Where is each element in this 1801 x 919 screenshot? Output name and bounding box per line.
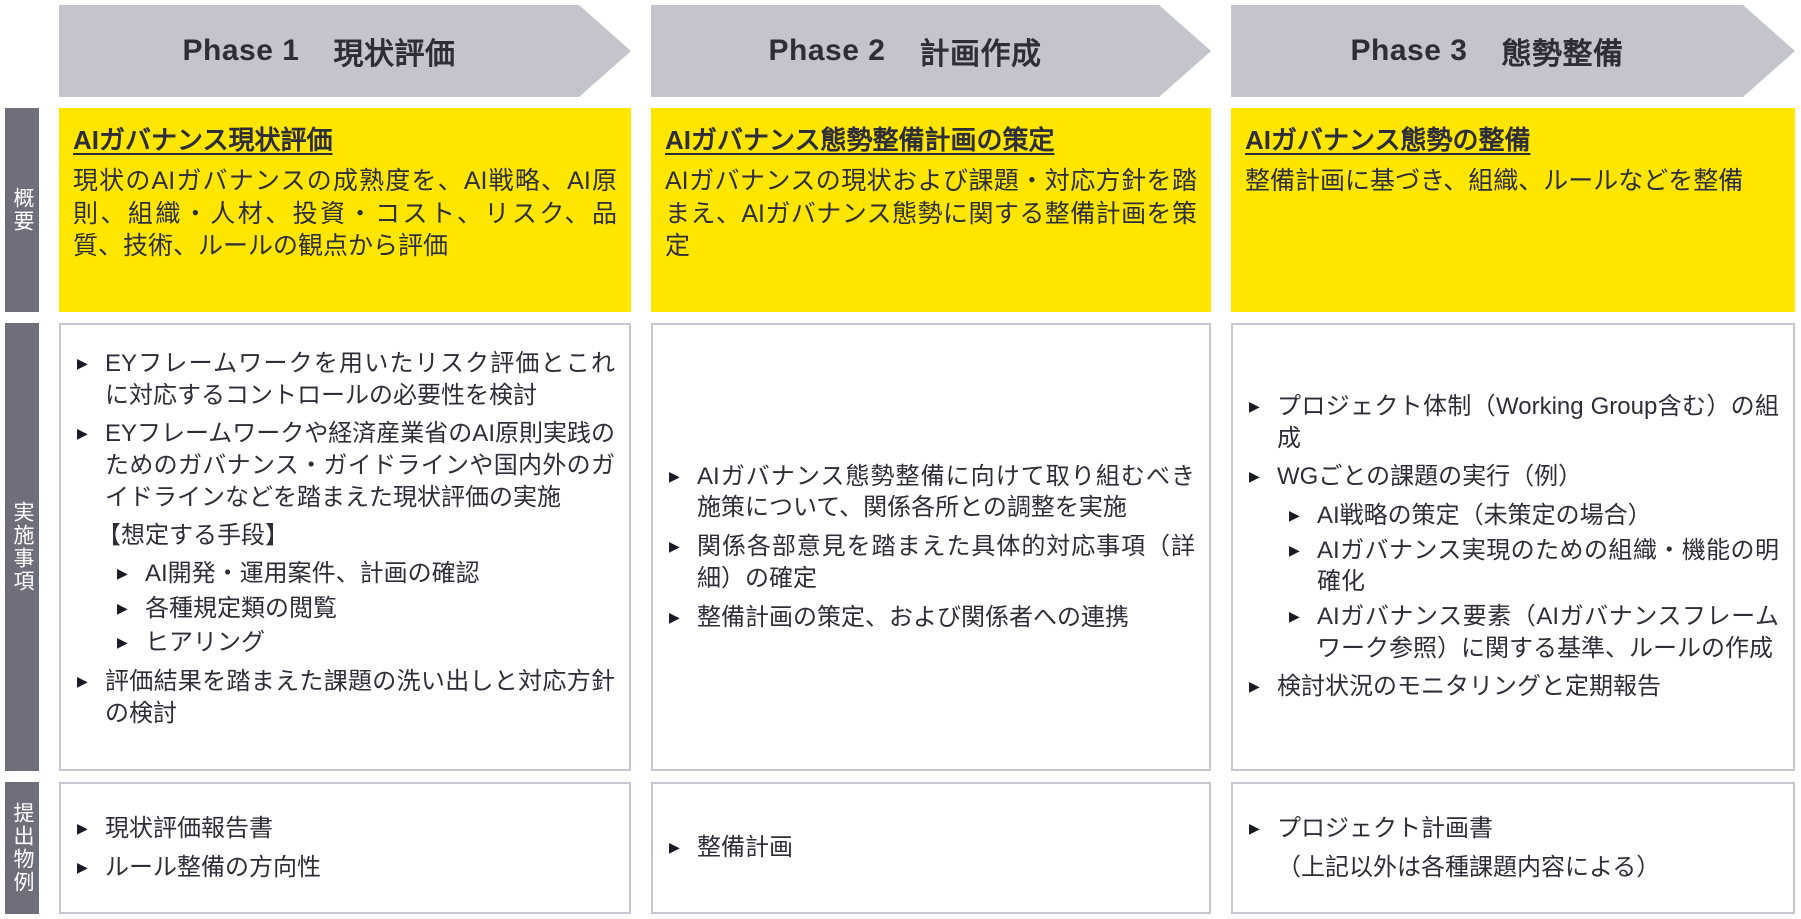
list-item-text: 関係各部意見を踏まえた具体的対応事項（詳細）の確定: [697, 533, 1195, 592]
phase1-arrow: Phase 1 現状評価: [59, 5, 631, 97]
bullet-triangle-icon: ▶: [77, 673, 88, 690]
phase1-deliverables-list: ▶ 現状評価報告書 ▶ ルール整備の方向性: [75, 806, 615, 890]
list-item-text: AIガバナンス実現のための組織・機能の明確化: [1317, 536, 1779, 596]
phase3-arrow: Phase 3 態勢整備: [1231, 5, 1795, 97]
sidebar-label-tasks: 実施事項: [5, 323, 39, 771]
list-item-text: 【想定する手段】: [97, 522, 289, 550]
phase3-tasks-list: ▶ プロジェクト体制（Working Group含む）の組成 ▶ WGごとの課題の実行…: [1247, 384, 1779, 710]
phase3-deliverables-box: ▶ プロジェクト計画書 （上記以外は各種課題内容による）: [1231, 782, 1795, 914]
bullet-triangle-icon: ▶: [77, 819, 88, 836]
list-item: ▶ プロジェクト体制（Working Group含む）の組成: [1247, 391, 1779, 454]
list-item-text: WGごとの課題の実行（例）: [1277, 463, 1583, 491]
phase1-tasks-box: ▶ EYフレームワークを用いたリスク評価とこれに対応するコントロールの必要性を検討…: [59, 323, 631, 771]
bullet-triangle-icon: ▶: [1249, 397, 1260, 414]
bullet-triangle-icon: ▶: [117, 634, 128, 651]
bullet-triangle-icon: ▶: [1289, 506, 1300, 523]
list-item-text: EYフレームワークや経済産業省のAI原則実践のためのガバナンス・ガイドラインや国…: [105, 420, 615, 511]
list-item: ▶ 整備計画の策定、および関係者への連携: [667, 602, 1195, 634]
phase3-overview-body: 整備計画に基づき、組織、ルールなどを整備: [1245, 167, 1744, 195]
phase3-overview-title: AIガバナンス態勢の整備: [1245, 125, 1531, 155]
list-item-text: AIガバナンス態勢整備に向けて取り組むべき施策について、関係各所との調整を実施: [697, 462, 1195, 522]
bullet-triangle-icon: ▶: [1249, 468, 1260, 485]
sidebar-label-overview: 概要: [5, 108, 39, 312]
phase1-arrow-number: Phase 1: [182, 34, 300, 67]
phase1-deliverables-box: ▶ 現状評価報告書 ▶ ルール整備の方向性: [59, 782, 631, 914]
bullet-triangle-icon: ▶: [669, 538, 680, 555]
bullet-triangle-icon: ▶: [669, 608, 680, 625]
phase2-deliverables-box: ▶ 整備計画: [651, 782, 1211, 914]
phase2-overview-body: AIガバナンスの現状および課題・対応方針を踏まえ、AIガバナンス態勢に関する整備…: [665, 167, 1197, 260]
phase2-arrow-number: Phase 2: [768, 34, 886, 67]
phase3-overview-box: AIガバナンス態勢の整備 整備計画に基づき、組織、ルールなどを整備: [1231, 108, 1795, 312]
list-item: ▶ AIガバナンス態勢整備に向けて取り組むべき施策について、関係各所との調整を実施: [667, 461, 1195, 524]
list-item: ▶ 関係各部意見を踏まえた具体的対応事項（詳細）の確定: [667, 531, 1195, 594]
list-item-text: （上記以外は各種課題内容による）: [1277, 854, 1661, 881]
phase1-overview-title: AIガバナンス現状評価: [73, 125, 333, 155]
phase2-tasks-box: ▶ AIガバナンス態勢整備に向けて取り組むべき施策について、関係各所との調整を実施…: [651, 323, 1211, 771]
phase2-tasks-list: ▶ AIガバナンス態勢整備に向けて取り組むべき施策について、関係各所との調整を実施…: [667, 454, 1195, 640]
phase2-deliverables-list: ▶ 整備計画: [667, 825, 1195, 871]
list-item: ▶ WGごとの課題の実行（例）: [1247, 461, 1779, 493]
list-item: （上記以外は各種課題内容による）: [1247, 852, 1779, 884]
bullet-triangle-icon: ▶: [1289, 541, 1300, 558]
phase2-arrow-title: 計画作成: [919, 38, 1042, 71]
list-item: ▶ 各種規定類の閲覧: [115, 593, 615, 625]
list-item: ▶ 現状評価報告書: [75, 813, 615, 845]
phase3-arrow-title: 態勢整備: [1501, 38, 1624, 71]
list-item-text: プロジェクト体制（Working Group含む）の組成: [1277, 392, 1779, 452]
list-item-text: ルール整備の方向性: [105, 853, 321, 881]
phase2-arrow: Phase 2 計画作成: [651, 5, 1211, 97]
list-item-text: プロジェクト計画書: [1277, 815, 1493, 843]
list-item-text: 整備計画の策定、および関係者への連携: [697, 603, 1129, 631]
list-item-text: 各種規定類の閲覧: [145, 594, 337, 622]
arrow-row-spacer: [5, 5, 39, 97]
list-item: ▶ AI開発・運用案件、計画の確認: [115, 558, 615, 590]
phase3-arrow-number: Phase 3: [1350, 34, 1468, 67]
bullet-triangle-icon: ▶: [669, 467, 680, 484]
bullet-triangle-icon: ▶: [117, 565, 128, 582]
phase2-overview-title: AIガバナンス態勢整備計画の策定: [665, 125, 1055, 155]
list-item-text: 検討状況のモニタリングと定期報告: [1277, 673, 1661, 701]
bullet-triangle-icon: ▶: [117, 599, 128, 616]
bullet-triangle-icon: ▶: [77, 425, 88, 442]
list-item: ▶ 検討状況のモニタリングと定期報告: [1247, 671, 1779, 703]
list-item-text: AIガバナンス要素（AIガバナンスフレームワーク参照）に関する基準、ルールの作成: [1317, 603, 1779, 662]
list-item: ▶ 整備計画: [667, 832, 1195, 864]
list-item-text: EYフレームワークを用いたリスク評価とこれに対応するコントロールの必要性を検討: [105, 350, 615, 409]
bullet-triangle-icon: ▶: [1249, 678, 1260, 695]
list-item: ▶ EYフレームワークや経済産業省のAI原則実践のためのガバナンス・ガイドラインや…: [75, 418, 615, 513]
bullet-triangle-icon: ▶: [77, 355, 88, 371]
phase1-tasks-list: ▶ EYフレームワークを用いたリスク評価とこれに対応するコントロールの必要性を検討…: [75, 341, 615, 736]
list-item-text: 現状評価報告書: [105, 814, 273, 842]
list-item-text: 評価結果を踏まえた課題の洗い出しと対応方針の検討: [105, 668, 615, 727]
phase1-arrow-title: 現状評価: [333, 38, 456, 71]
phase3-tasks-box: ▶ プロジェクト体制（Working Group含む）の組成 ▶ WGごとの課題の実行…: [1231, 323, 1795, 771]
phase3-deliverables-list: ▶ プロジェクト計画書 （上記以外は各種課題内容による）: [1247, 806, 1779, 889]
list-item-text: ヒアリング: [145, 629, 265, 657]
list-item: ▶ AIガバナンス実現のための組織・機能の明確化: [1287, 535, 1779, 598]
bullet-triangle-icon: ▶: [77, 858, 88, 875]
list-item: ▶ AIガバナンス要素（AIガバナンスフレームワーク参照）に関する基準、ルールの作…: [1287, 601, 1779, 664]
list-item: 【想定する手段】: [75, 520, 615, 552]
sidebar-label-deliverables: 提出物例: [5, 782, 39, 914]
list-item: ▶ ヒアリング: [115, 627, 615, 659]
phase1-overview-box: AIガバナンス現状評価 現状のAIガバナンスの成熟度を、AI戦略、AI原則、組織…: [59, 108, 631, 312]
list-item: ▶ 評価結果を踏まえた課題の洗い出しと対応方針の検討: [75, 666, 615, 729]
bullet-triangle-icon: ▶: [1289, 608, 1300, 624]
list-item-text: AI戦略の策定（未策定の場合）: [1317, 501, 1652, 529]
list-item: ▶ プロジェクト計画書: [1247, 813, 1779, 845]
list-item: ▶ EYフレームワークを用いたリスク評価とこれに対応するコントロールの必要性を検討: [75, 348, 615, 411]
list-item-text: 整備計画: [697, 834, 793, 862]
list-item-text: AI開発・運用案件、計画の確認: [145, 560, 480, 588]
bullet-triangle-icon: ▶: [1249, 820, 1260, 837]
list-item: ▶ ルール整備の方向性: [75, 852, 615, 884]
list-item: ▶ AI戦略の策定（未策定の場合）: [1287, 500, 1779, 532]
bullet-triangle-icon: ▶: [669, 839, 680, 856]
phase1-overview-body: 現状のAIガバナンスの成熟度を、AI戦略、AI原則、組織・人材、投資・コスト、リ…: [73, 167, 617, 260]
phase2-overview-box: AIガバナンス態勢整備計画の策定 AIガバナンスの現状および課題・対応方針を踏ま…: [651, 108, 1211, 312]
